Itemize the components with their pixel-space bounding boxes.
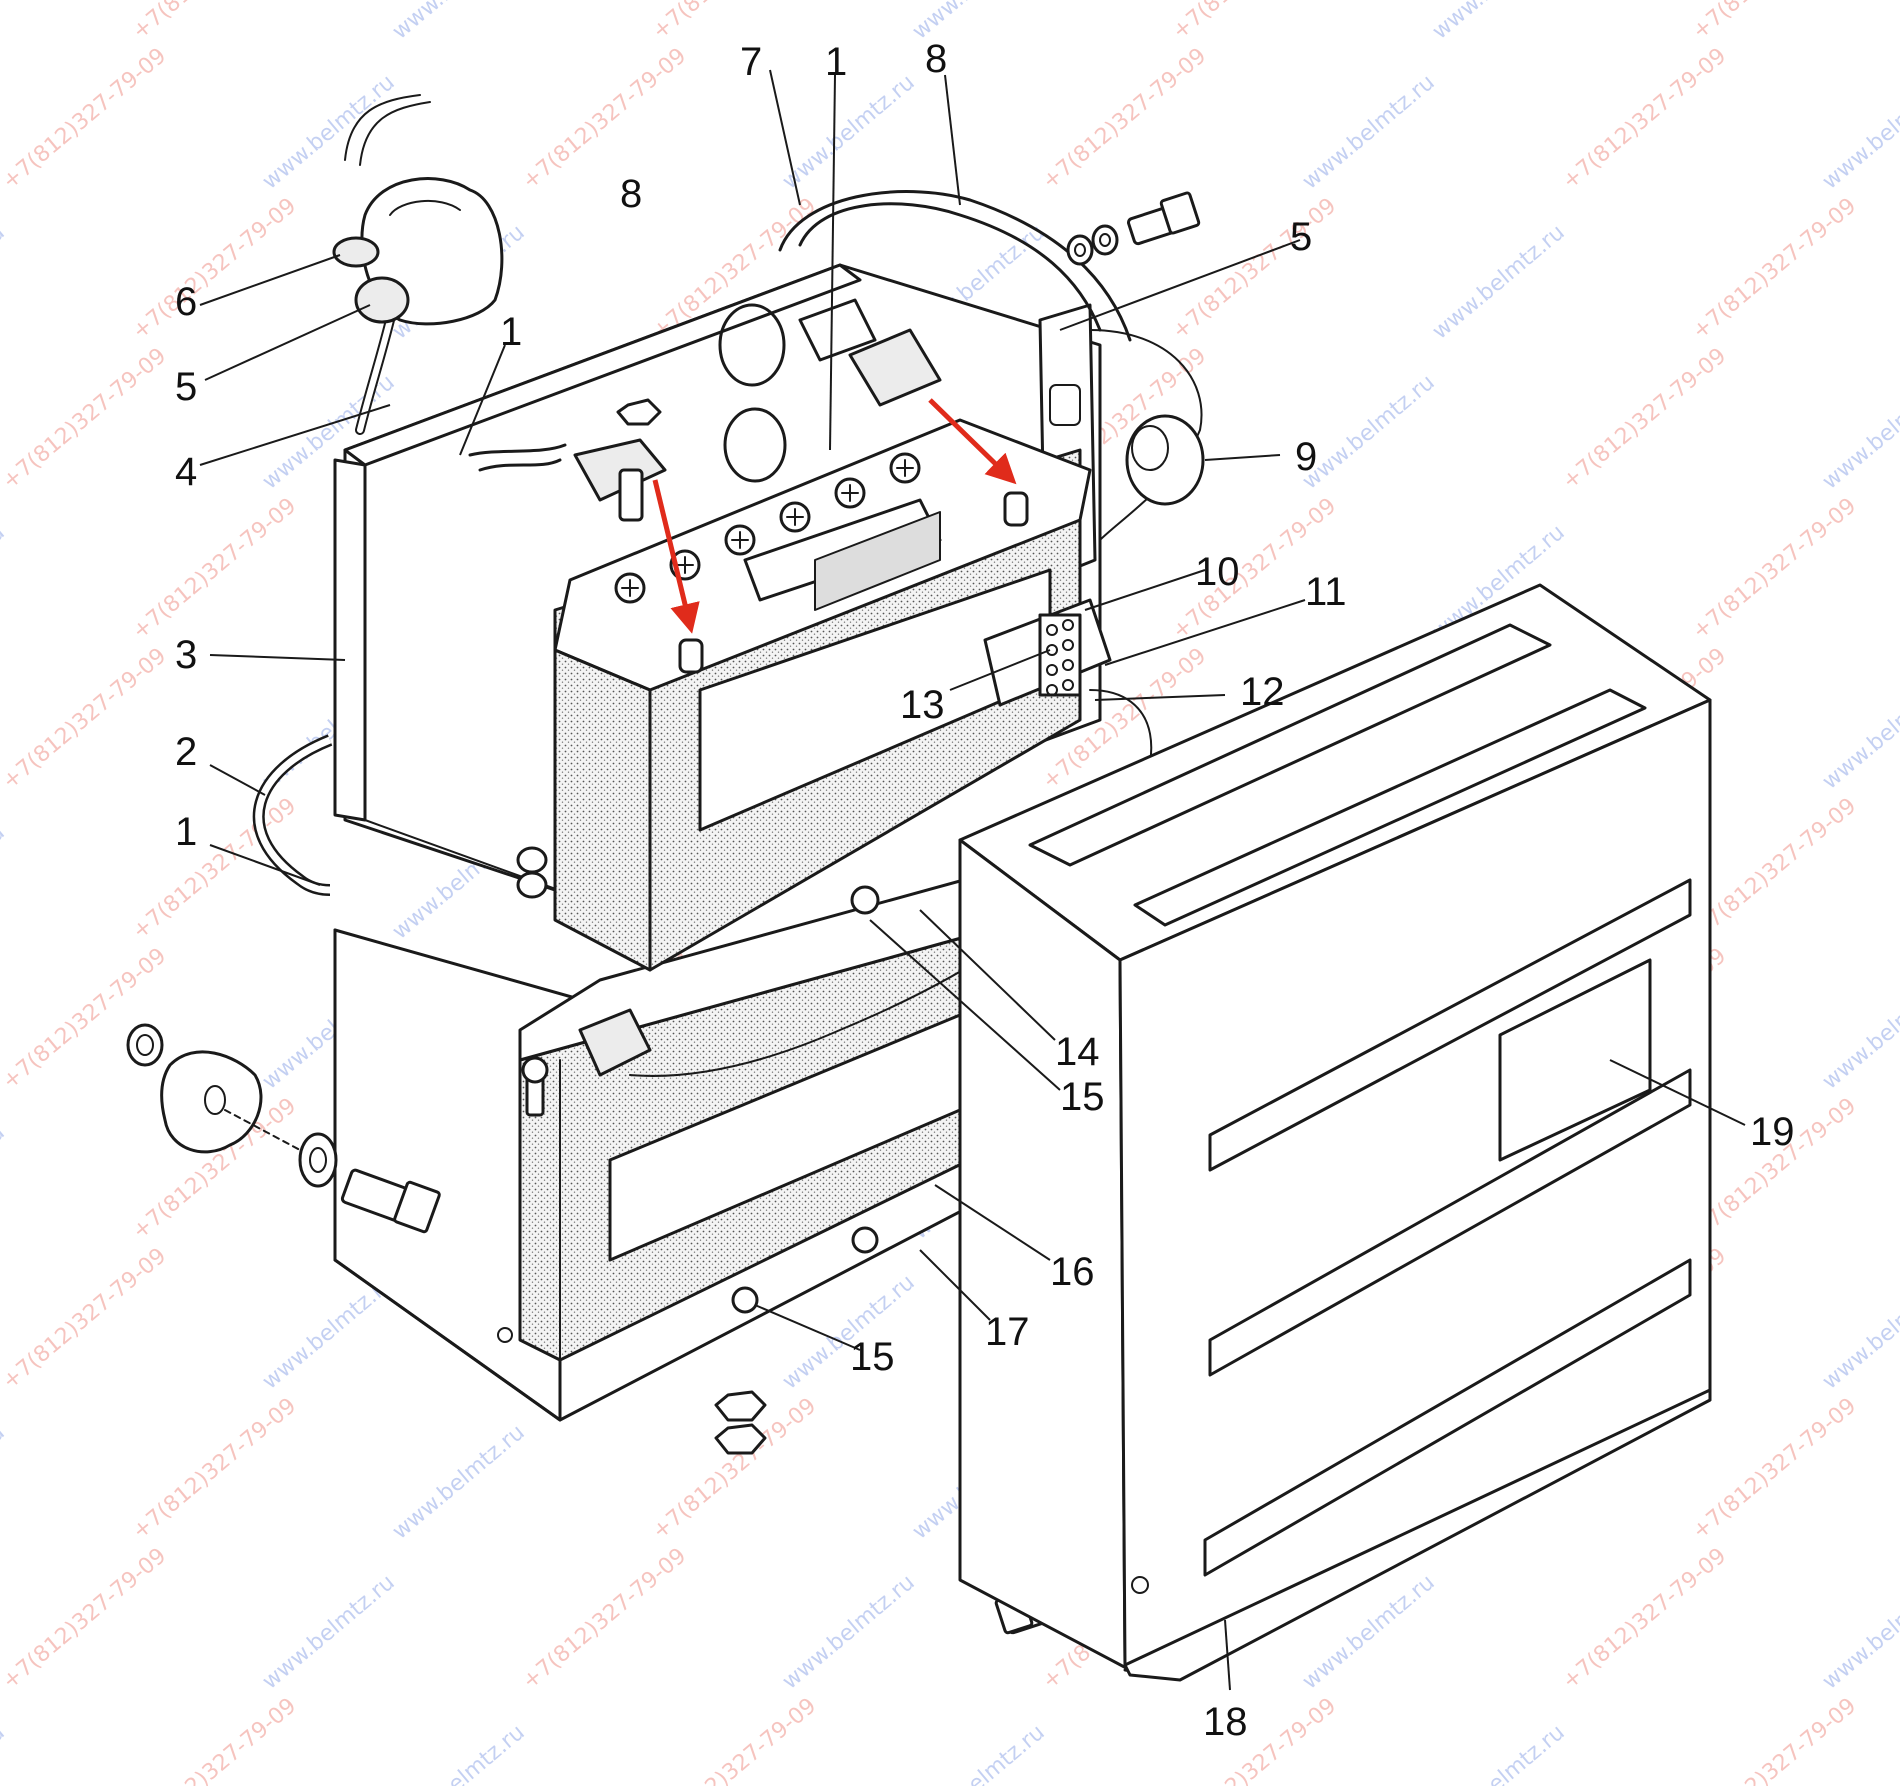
watermark-site: www.belmtz.ru [1818, 1570, 1900, 1695]
watermark-site: www.belmtz.ru [0, 820, 10, 945]
watermark-site: www.belmtz.ru [1298, 70, 1440, 195]
callout-4: 4 [175, 450, 197, 494]
callout-5: 5 [1290, 215, 1312, 259]
watermark-phone: +7(812)327-79-09 [128, 493, 301, 644]
watermark-phone: +7(812)327-79-09 [1558, 43, 1731, 194]
watermark-phone: +7(812)327-79-09 [1168, 493, 1341, 644]
watermark-phone: +7(812)327-79-09 [518, 1543, 691, 1694]
watermark-phone: +7(812)327-79-09 [128, 1693, 301, 1786]
protective-cap-icon [1125, 414, 1205, 506]
watermark-site: www.belmtz.ru [0, 1120, 10, 1245]
watermark-phone: +7(812)327-79-09 [1688, 193, 1861, 344]
callout-8: 8 [620, 172, 642, 216]
callout-1: 1 [825, 40, 847, 84]
callout-17: 17 [985, 1310, 1030, 1354]
callout-14: 14 [1055, 1030, 1100, 1074]
watermark-phone: +7(812)327-79-09 [648, 1693, 821, 1786]
watermark-phone: +7(812)327-79-09 [1688, 0, 1861, 45]
watermark-site: www.belmtz.ru [1818, 370, 1900, 495]
lower-battery-icon [518, 868, 1002, 1362]
callout-19: 19 [1750, 1110, 1795, 1154]
watermark-site: www.belmtz.ru [388, 1720, 530, 1786]
watermark-phone: +7(812)327-79-09 [128, 193, 301, 344]
connector-block-icon [983, 598, 1112, 707]
callout-9: 9 [1295, 435, 1317, 479]
washer-icon [126, 224, 1119, 1622]
mass-switch-icon [332, 94, 504, 326]
watermark-site: www.belmtz.ru [778, 1570, 920, 1695]
watermark-phone: +7(812)327-79-09 [1688, 1693, 1861, 1786]
watermark-phone: +7(812)327-79-09 [0, 643, 171, 794]
red-arrows [652, 398, 1017, 634]
watermark-site: www.belmtz.ru [0, 520, 10, 645]
watermark-phone: +7(812)327-79-09 [1688, 793, 1861, 944]
callout-8: 8 [925, 37, 947, 81]
callouts: 7 1 8 8 5 6 5 1 4 9 10 11 3 13 12 2 1 14… [175, 37, 1795, 1744]
watermark-site: www.belmtz.ru [0, 220, 10, 345]
watermark-phone: +7(812)327-79-09 [0, 1543, 171, 1694]
watermark-phone: +7(812)327-79-09 [0, 43, 171, 194]
callout-15: 15 [1060, 1075, 1105, 1119]
watermark-site: www.belmtz.ru [1298, 370, 1440, 495]
watermark-phone: +7(812)327-79-09 [648, 0, 821, 45]
watermark-site: www.belmtz.ru [0, 1420, 10, 1545]
cables [252, 190, 1203, 1077]
callout-10: 10 [1195, 550, 1240, 594]
watermark-site: www.belmtz.ru [0, 0, 10, 45]
nut-icon [616, 398, 767, 1455]
callout-12: 12 [1240, 670, 1285, 714]
watermark-phone: +7(812)327-79-09 [0, 1243, 171, 1394]
watermark-site: www.belmtz.ru [0, 1720, 10, 1786]
clamp-plate-icon [160, 1050, 301, 1154]
callout-7: 7 [740, 40, 762, 84]
callout-2: 2 [175, 730, 197, 774]
watermark-phone: +7(812)327-79-09 [1558, 1543, 1731, 1694]
watermark-site: www.belmtz.ru [1818, 970, 1900, 1095]
watermark-phone: +7(812)327-79-09 [128, 0, 301, 45]
watermark-phone: +7(812)327-79-09 [518, 43, 691, 194]
callout-11: 11 [1305, 570, 1347, 614]
watermark-site: www.belmtz.ru [388, 1420, 530, 1545]
watermark-site: www.belmtz.ru [388, 0, 530, 45]
watermark-site: www.belmtz.ru [258, 1570, 400, 1695]
watermark-phone: +7(812)327-79-09 [1038, 43, 1211, 194]
watermark-site: www.belmtz.ru [1428, 220, 1570, 345]
watermark-phone: +7(812)327-79-09 [0, 343, 171, 494]
callout-3: 3 [175, 633, 197, 677]
watermark-site: www.belmtz.ru [1818, 1270, 1900, 1395]
watermark-phone: +7(812)327-79-09 [1168, 1693, 1341, 1786]
leader-lines [199, 69, 1746, 1691]
watermark-site: www.belmtz.ru [1428, 0, 1570, 45]
watermark-site: www.belmtz.ru [1428, 1720, 1570, 1786]
terminal-clamp-icon [573, 298, 942, 522]
callout-15: 15 [850, 1335, 895, 1379]
watermark-phone: +7(812)327-79-09 [1688, 493, 1861, 644]
callout-18: 18 [1203, 1700, 1248, 1744]
cover-icon [958, 583, 1712, 1682]
watermark-phone: +7(812)327-79-09 [0, 943, 171, 1094]
watermark-site: www.belmtz.ru [908, 1720, 1050, 1786]
watermark-phone: +7(812)327-79-09 [128, 1393, 301, 1544]
callout-6: 6 [175, 280, 197, 324]
cell-caps [614, 452, 921, 604]
watermark-site: www.belmtz.ru [1818, 70, 1900, 195]
watermark-phone: +7(812)327-79-09 [1688, 1393, 1861, 1544]
callout-1: 1 [175, 810, 197, 854]
callout-5: 5 [175, 365, 197, 409]
watermark-phone: +7(812)327-79-09 [1558, 343, 1731, 494]
watermark-site: www.belmtz.ru [1818, 670, 1900, 795]
watermark-site: www.belmtz.ru [258, 70, 400, 195]
callout-13: 13 [900, 683, 945, 727]
watermark-phone: +7(812)327-79-09 [1168, 0, 1341, 45]
callout-1: 1 [500, 310, 522, 354]
callout-16: 16 [1050, 1250, 1095, 1294]
watermark-site: www.belmtz.ru [778, 70, 920, 195]
